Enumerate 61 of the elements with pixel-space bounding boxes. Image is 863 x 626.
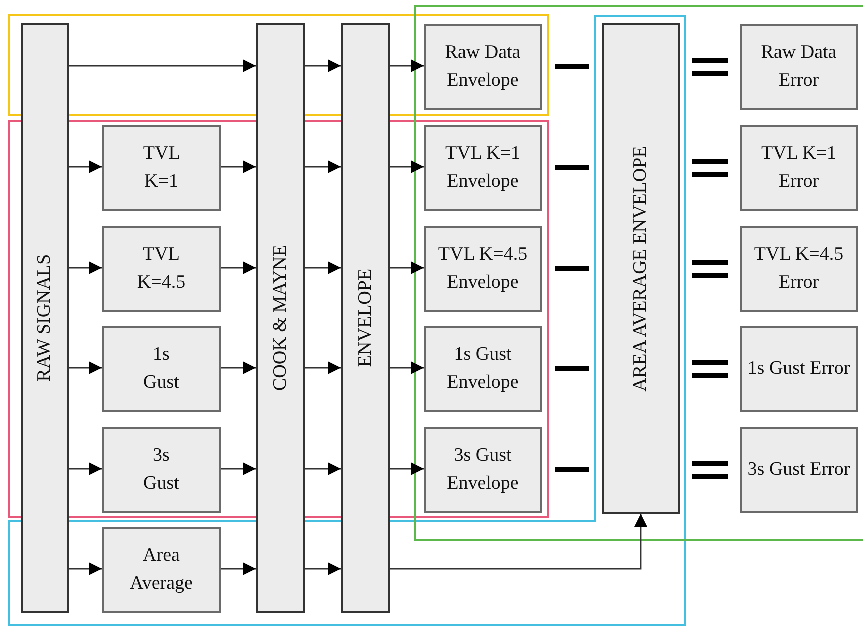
arrow xyxy=(69,60,256,72)
arrow xyxy=(390,514,648,570)
process-box xyxy=(424,24,542,110)
node-label: 1s Gust Envelope xyxy=(446,343,520,395)
node-label: 1s Gust xyxy=(144,343,180,395)
arrow xyxy=(221,562,256,576)
process-box xyxy=(102,527,221,613)
node-label: Raw Data Envelope xyxy=(444,41,522,93)
arrow xyxy=(69,462,102,476)
process-box xyxy=(102,427,221,513)
arrow xyxy=(390,262,424,274)
node-label: TVL K=4.5 xyxy=(137,243,186,295)
arrow xyxy=(69,562,102,576)
process-box xyxy=(740,326,858,412)
process-box xyxy=(740,24,858,110)
arrow xyxy=(390,60,424,72)
process-box xyxy=(424,226,542,312)
node-label: 3s Gust Error xyxy=(748,458,850,482)
arrow xyxy=(305,262,341,274)
process-box xyxy=(740,125,858,211)
node-label: AREA AVERAGE ENVELOPE xyxy=(629,146,652,392)
process-box xyxy=(102,326,221,412)
node-label: TVL K=4.5 Envelope xyxy=(437,243,529,295)
process-box xyxy=(102,226,221,312)
node-label: 3s Gust Envelope xyxy=(446,444,520,496)
arrow xyxy=(305,362,341,374)
arrow xyxy=(305,160,341,174)
process-bar xyxy=(256,23,305,613)
node-label: TVL K=1 Error xyxy=(760,142,838,194)
node-label: Area Average xyxy=(130,544,193,596)
arrow xyxy=(305,562,341,576)
process-box xyxy=(102,125,221,211)
node-label: 3s Gust xyxy=(144,444,180,496)
process-box xyxy=(424,125,542,211)
process-box xyxy=(424,326,542,412)
node-label: TVL K=1 Envelope xyxy=(444,142,522,194)
node-label: ENVELOPE xyxy=(354,268,376,368)
process-bar xyxy=(21,23,69,613)
process-bar xyxy=(341,23,390,613)
arrow xyxy=(69,362,102,374)
node-label: TVL K=1 xyxy=(143,142,180,194)
arrow xyxy=(221,160,256,174)
process-box xyxy=(424,427,542,513)
arrow xyxy=(69,262,102,274)
node-label: COOK & MAYNE xyxy=(268,244,292,392)
arrow xyxy=(305,60,341,72)
arrow xyxy=(221,462,256,476)
node-label: RAW SIGNALS xyxy=(33,254,56,382)
arrow xyxy=(69,160,102,174)
process-box xyxy=(740,226,858,312)
node-label: Raw Data Error xyxy=(760,41,838,93)
arrow xyxy=(221,262,256,274)
process-box xyxy=(740,427,858,513)
arrow xyxy=(390,362,424,374)
arrow xyxy=(221,362,256,374)
node-label: 1s Gust Error xyxy=(748,357,850,381)
arrow xyxy=(305,462,341,476)
process-bar xyxy=(602,23,680,514)
arrow xyxy=(390,462,424,476)
arrow xyxy=(390,160,424,174)
node-label: TVL K=4.5 Error xyxy=(753,243,845,295)
